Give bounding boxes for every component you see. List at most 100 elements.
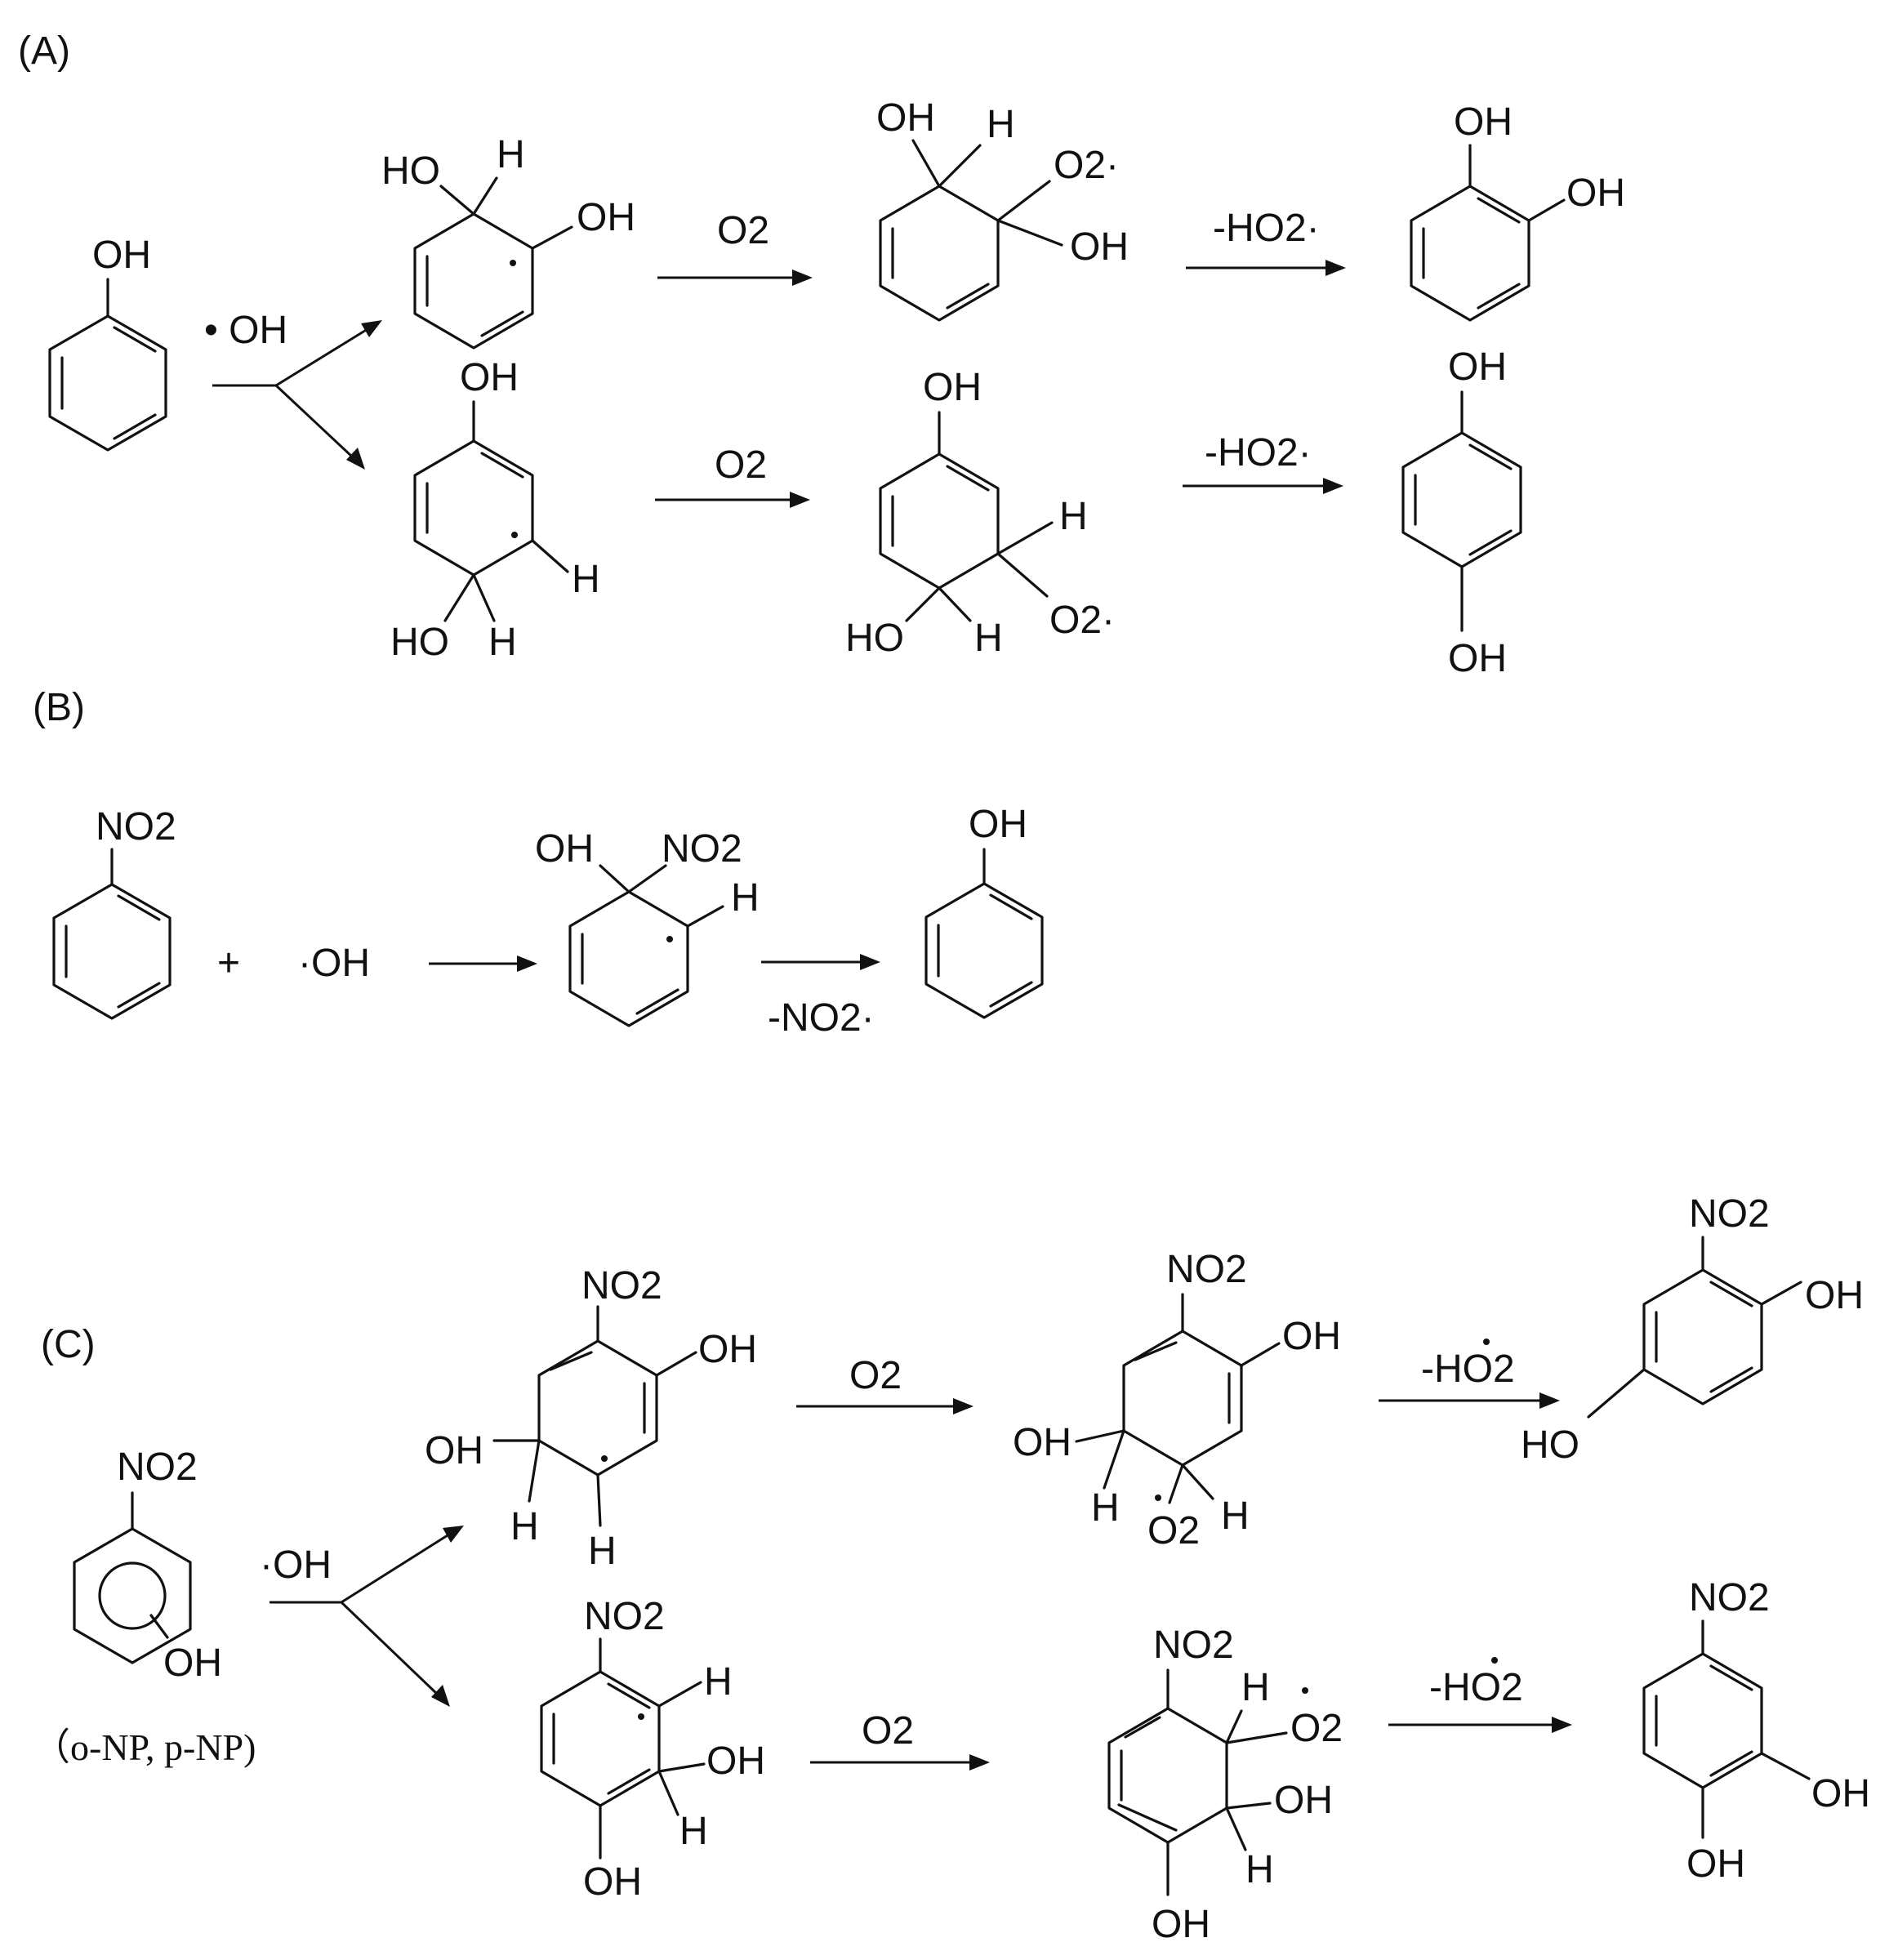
- hydroquinone-product: [1401, 390, 1522, 632]
- catechol-product: [1410, 144, 1566, 322]
- label-b2-no2: NO2: [662, 827, 742, 871]
- nitrobenzene-molecule: [52, 848, 172, 1020]
- intermediate-c-top-1: [492, 1305, 697, 1527]
- arrow-c-top-2: [1379, 1392, 1560, 1409]
- label-a3-h: H: [987, 103, 1015, 146]
- label-a4-h-bottom: H: [488, 621, 517, 664]
- label-a5-oh: OH: [923, 366, 982, 409]
- label-c-oh: OH: [163, 1642, 222, 1685]
- label-a3-o2: O2·: [1054, 144, 1119, 187]
- label-b-no2: NO2: [96, 805, 176, 849]
- label-c-no2: NO2: [117, 1446, 198, 1489]
- arrow-a-top-2: [1186, 260, 1346, 276]
- label-catechol-oh-1: OH: [1454, 100, 1513, 144]
- label-a5-h-right: H: [1059, 495, 1088, 538]
- intermediate-c-bottom-1: [540, 1637, 706, 1860]
- label-c4-no2: NO2: [1689, 1192, 1770, 1236]
- label-b-minus-no2: -NO2·: [768, 996, 875, 1040]
- label-c4-ho: HO: [1521, 1423, 1579, 1467]
- label-c3-no2: NO2: [1166, 1248, 1247, 1291]
- label-c5-h-top: H: [704, 1660, 733, 1704]
- label-c-minus-ho2-top: -HO2: [1421, 1348, 1515, 1391]
- intermediate-a-bottom-1: [413, 400, 569, 622]
- intermediate-a-top-1: [413, 176, 573, 350]
- label-a4-h-right: H: [572, 558, 600, 601]
- label-c5-oh-bottom: OH: [583, 1860, 642, 1904]
- label-b2-h: H: [731, 876, 760, 920]
- intermediate-c-bottom-2: [1107, 1668, 1308, 1896]
- label-a4-ho: HO: [390, 621, 449, 664]
- product-c-bottom: [1642, 1619, 1811, 1839]
- label-a3-oh-right: OH: [1070, 225, 1129, 269]
- label-oh-radical-a: • OH: [204, 309, 287, 352]
- label-hydroquinone-oh-bottom: OH: [1448, 637, 1507, 680]
- label-b-plus: +: [217, 942, 240, 985]
- label-a1-oh: OH: [92, 234, 151, 277]
- label-c5-no2: NO2: [584, 1595, 665, 1638]
- arrow-a-top-1: [657, 270, 813, 286]
- label-c5-h-bottom: H: [679, 1810, 708, 1853]
- arrow-a-bottom-1: [655, 492, 810, 508]
- label-c2-h-left: H: [510, 1505, 539, 1548]
- label-b2-oh: OH: [535, 827, 594, 871]
- nitrophenol-molecule: [73, 1491, 192, 1664]
- label-c7-oh-bottom: OH: [1686, 1842, 1745, 1886]
- label-c5-oh-right: OH: [706, 1740, 765, 1783]
- label-c6-oh-right: OH: [1274, 1779, 1333, 1822]
- label-catechol-oh-2: OH: [1566, 172, 1625, 215]
- label-b-oh-radical: ·OH: [298, 942, 370, 985]
- label-c-isomers: （o-NP, p-NP): [33, 1726, 256, 1768]
- label-a2-oh: OH: [577, 196, 635, 239]
- section-label-a: (A): [18, 29, 70, 73]
- arrow-a-bottom-2: [1183, 478, 1343, 494]
- intermediate-b: [568, 864, 724, 1027]
- radical-dot-c-bottom: [1491, 1657, 1498, 1664]
- label-c2-h-bottom: H: [588, 1530, 617, 1573]
- label-a5-ho: HO: [845, 617, 904, 660]
- label-a-minus-ho2-top: -HO2·: [1213, 207, 1320, 250]
- label-c3-o2: O2: [1147, 1509, 1200, 1552]
- label-c-o2-bottom: O2: [862, 1709, 914, 1753]
- label-c-minus-ho2-bottom: -HO2: [1429, 1666, 1523, 1709]
- label-c6-h-top: H: [1241, 1666, 1270, 1709]
- label-c3-h-left: H: [1091, 1486, 1120, 1530]
- branch-arrow-a: [212, 320, 382, 470]
- label-c2-no2: NO2: [581, 1264, 662, 1307]
- phenol-molecule-a: [48, 278, 167, 452]
- label-b3-oh: OH: [969, 803, 1027, 846]
- phenol-product-b: [924, 848, 1044, 1019]
- label-a-o2-bottom: O2: [715, 443, 767, 487]
- intermediate-c-top-2: [1075, 1293, 1281, 1504]
- label-c-oh-radical: ·OH: [260, 1544, 332, 1587]
- section-label-c: (C): [41, 1323, 96, 1366]
- label-c6-no2: NO2: [1153, 1624, 1234, 1667]
- arrow-b-2: [761, 954, 880, 970]
- label-a-o2-top: O2: [717, 209, 769, 252]
- intermediate-a-bottom-2: [879, 411, 1054, 622]
- label-c6-oh-bottom: OH: [1152, 1903, 1210, 1946]
- section-label-b: (B): [33, 686, 85, 729]
- label-c-o2-top: O2: [849, 1354, 902, 1397]
- arrow-c-bottom-1: [810, 1754, 990, 1771]
- label-c3-h-right: H: [1221, 1494, 1250, 1538]
- label-a2-ho: HO: [381, 149, 440, 193]
- label-a5-h-bottom: H: [974, 617, 1003, 660]
- label-a5-o2: O2·: [1049, 599, 1115, 642]
- branch-arrow-c: [270, 1526, 464, 1707]
- label-c3-oh-right: OH: [1282, 1315, 1341, 1358]
- arrow-c-bottom-2: [1388, 1717, 1572, 1733]
- product-c-top: [1587, 1236, 1802, 1419]
- label-c2-oh-left: OH: [425, 1429, 483, 1472]
- label-a2-h: H: [497, 133, 525, 176]
- label-a3-oh-top: OH: [876, 96, 935, 140]
- label-a4-oh: OH: [460, 356, 519, 399]
- label-c6-h-bottom: H: [1245, 1848, 1274, 1891]
- label-c4-oh: OH: [1805, 1274, 1864, 1317]
- label-c3-oh-left: OH: [1013, 1421, 1072, 1464]
- label-c7-oh-right: OH: [1811, 1772, 1870, 1815]
- label-c7-no2: NO2: [1689, 1576, 1770, 1619]
- arrow-c-top-1: [796, 1398, 974, 1414]
- arrow-b-1: [429, 956, 537, 972]
- radical-dot-c-top: [1483, 1339, 1490, 1345]
